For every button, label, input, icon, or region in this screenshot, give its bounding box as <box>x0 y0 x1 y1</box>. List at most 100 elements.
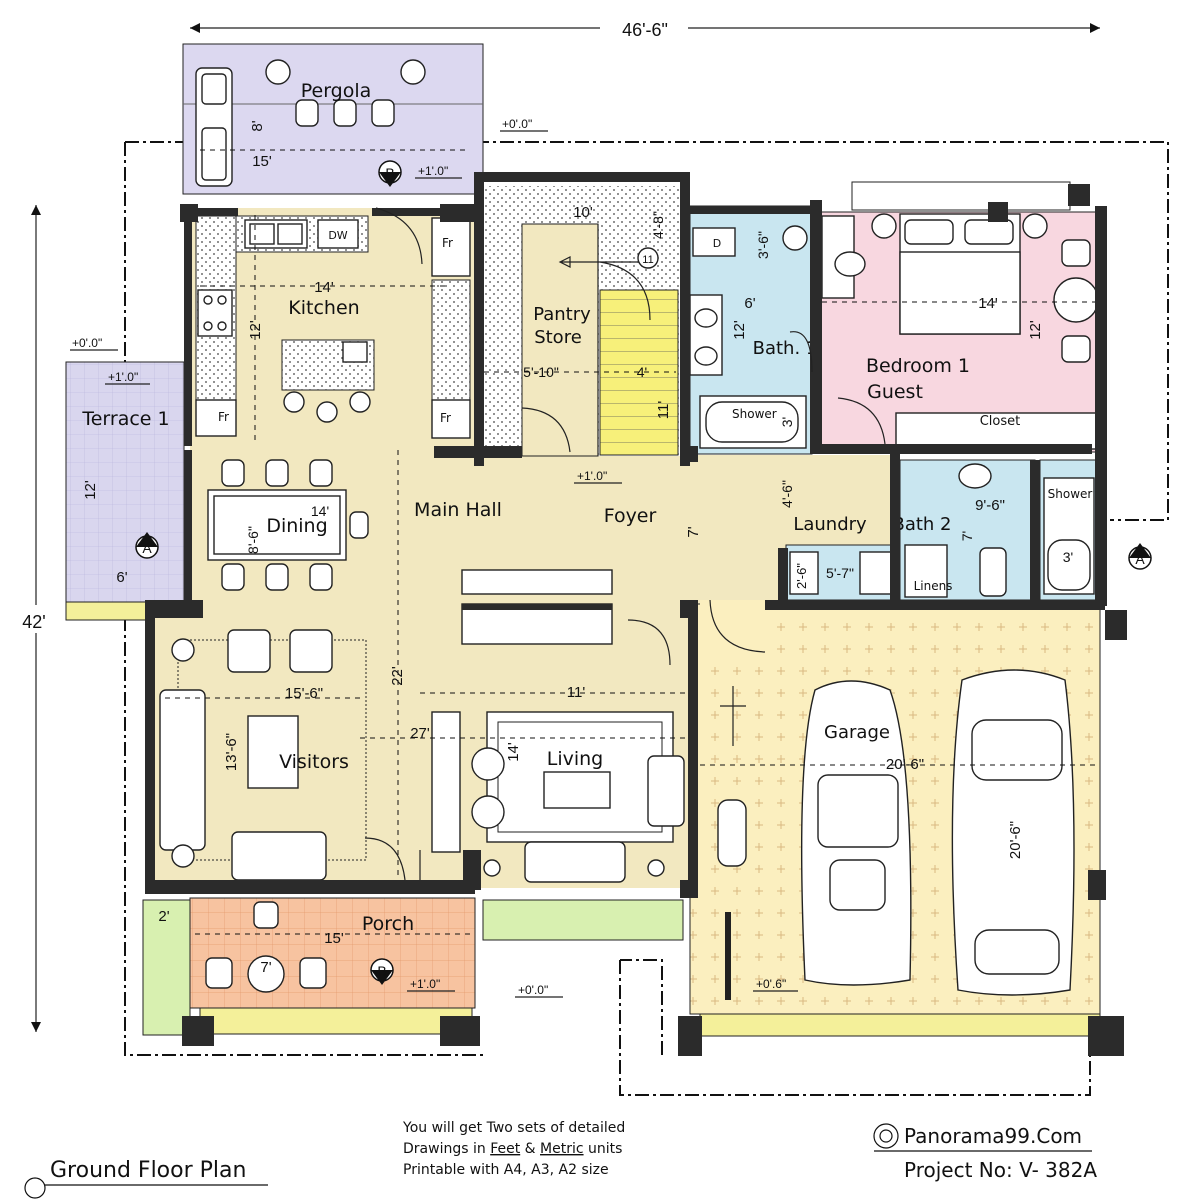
kitchen-label: Kitchen <box>288 297 359 319</box>
boundary-line <box>124 141 1169 1096</box>
pergola-depth: 8' <box>249 120 266 131</box>
dishwasher-label: DW <box>328 229 347 242</box>
stair-count: 11 <box>642 254 653 266</box>
plan-title: Ground Floor Plan <box>50 1158 246 1183</box>
terrace-depth: 12' <box>82 480 99 500</box>
dining-depth-dim: 8'-6" <box>245 526 261 554</box>
level-porch: +1'.0" <box>410 977 440 991</box>
terrace-label: Terrace 1 <box>81 408 169 430</box>
porch-area: Porch 15' 7' 2' <box>142 897 1101 1037</box>
living-label: Living <box>547 748 604 770</box>
kitchen-width: 14' <box>314 279 334 296</box>
porch-label: Porch <box>362 913 414 935</box>
porch-width-dim: 15' <box>324 930 344 947</box>
visitors-area: Visitors 15'-6" 13'-6" <box>159 629 367 881</box>
fridge-label-left: Fr <box>218 410 229 424</box>
garage-area: Garage 20'-6" 20'-6" <box>689 600 1101 1015</box>
doors <box>364 207 886 881</box>
dining-label: Dining <box>266 515 327 537</box>
brand-label: Panorama99.Com <box>904 1124 1082 1148</box>
laundry-small-dim: 2'-6" <box>794 563 809 589</box>
garage-width-dim: 20'-6" <box>886 756 924 773</box>
bath1-tub-dim: 3' <box>779 417 795 427</box>
closet-label: Closet <box>980 414 1021 429</box>
footer: Ground Floor Plan You will get Two sets … <box>24 1120 1097 1199</box>
bath1-width-dim: 6' <box>744 295 755 312</box>
level-garage: +0'.6" <box>756 977 786 991</box>
laundry-label: Laundry <box>793 514 867 535</box>
level-terrace: +1'.0" <box>108 370 138 384</box>
bath2-area: Linens Shower Bath 2 9'-6" 7' 3' <box>892 459 1101 601</box>
level-pergola: +1'.0" <box>418 164 448 178</box>
bath2-width-dim: 9'-6" <box>975 497 1005 514</box>
pergola-width: 15' <box>252 153 272 170</box>
main-hall-label: Main Hall <box>414 499 502 521</box>
bedroom-label-2: Guest <box>867 381 923 403</box>
visitors-label: Visitors <box>279 751 349 773</box>
level-foyer: +1'.0" <box>577 469 607 483</box>
kitchen-area: DW Fr Fr Fr 14' 12' Kitchen <box>195 215 471 440</box>
garage-depth-dim: 20'-6" <box>1007 821 1024 859</box>
foyer-depth-dim: 7' <box>685 526 702 537</box>
visitors-width-dim: 15'-6" <box>285 685 323 702</box>
pantry-label-1: Pantry <box>533 304 591 325</box>
pantry-label-2: Store <box>534 327 582 348</box>
level-markers: +0'.0" +1'.0" +0'.0" +1'.0" +1'.0" +1'.0… <box>70 117 798 998</box>
bath1-depth-dim: 12' <box>731 320 748 340</box>
laundry-width-dim: 5'-7" <box>826 565 854 581</box>
porch-depth-dim: 7' <box>260 959 271 976</box>
section-markers: A A B B <box>135 160 1152 985</box>
bedroom-depth-dim: 12' <box>1027 320 1044 340</box>
pantry-area: 11 Pantry Store 10' 4'-8" 5'-10" 4' 11' <box>484 186 680 457</box>
kitchen-depth: 12' <box>247 320 264 340</box>
pantry-width-dim: 5'-10" <box>523 364 559 380</box>
bath1-label: Bath. 1 <box>753 338 818 359</box>
project-label: Project No: V- 382A <box>904 1158 1097 1182</box>
level-terrace-top: +0'.0" <box>72 336 102 350</box>
living-depth-dim: 14' <box>505 742 522 762</box>
pergola-label: Pergola <box>301 80 372 102</box>
stair-length-dim: 11' <box>655 401 672 420</box>
note-line-1: You will get Two sets of detailed <box>402 1120 625 1136</box>
bath2-label: Bath 2 <box>892 514 951 535</box>
overall-width-label: 46'-6" <box>622 20 668 40</box>
lawn-width-dim: 2' <box>158 908 169 925</box>
hall-bench <box>461 603 613 645</box>
level-top: +0'.0" <box>502 117 532 131</box>
bedroom-label-1: Bedroom 1 <box>866 355 970 377</box>
stair-width-dim: 4' <box>637 364 647 380</box>
laundry-depth-dim: 4'-6" <box>779 480 795 508</box>
dining-area: Dining 8'-6" 14' <box>207 459 369 591</box>
bedroom-width-dim: 14' <box>978 295 998 312</box>
pantry-side-dim: 4'-8" <box>650 211 666 239</box>
living-total-dim: 27' <box>410 725 430 742</box>
hall-console <box>461 569 613 595</box>
bath2-tub-dim: 3' <box>1063 549 1073 565</box>
overall-depth-label: 42' <box>22 612 45 632</box>
terrace-area: Terrace 1 12' 6' <box>65 361 185 621</box>
note-line-3: Printable with A4, A3, A2 size <box>403 1162 609 1178</box>
section-a-left: A <box>142 540 152 556</box>
dining-width-dim: 14' <box>311 503 329 519</box>
bath2-shower-label: Shower <box>1048 487 1093 501</box>
hall-depth-dim: 22' <box>389 666 406 686</box>
bedroom-area: Closet Bedroom 1 Guest 14' 12' <box>819 181 1101 453</box>
visitors-depth-dim: 13'-6" <box>223 733 240 771</box>
living-width-dim: 11' <box>567 684 586 701</box>
dryer-label: D <box>713 237 721 250</box>
bath1-shower-label: Shower <box>732 407 777 421</box>
fridge-label-bottom: Fr <box>440 411 451 425</box>
walls <box>145 172 1127 1056</box>
overall-depth-dimension: 42' <box>14 205 58 1032</box>
pergola-area: Pergola 15' 8' <box>182 43 484 195</box>
linens-label: Linens <box>914 579 953 593</box>
garage-label: Garage <box>824 722 890 743</box>
note-line-2: Drawings in Feet & Metric units <box>403 1141 622 1157</box>
laundry-area: Laundry 4'-6" 5'-7" 2'-6" <box>779 480 899 601</box>
living-area: Living 11' 14' 27' <box>360 684 690 883</box>
bath1-area: D Shower Bath. 1 3'-6" 6' 12' 3' <box>689 205 818 455</box>
pantry-top-dim: 10' <box>573 204 593 221</box>
level-porch-out: +0'.0" <box>518 983 548 997</box>
foyer-label: Foyer <box>604 505 657 527</box>
